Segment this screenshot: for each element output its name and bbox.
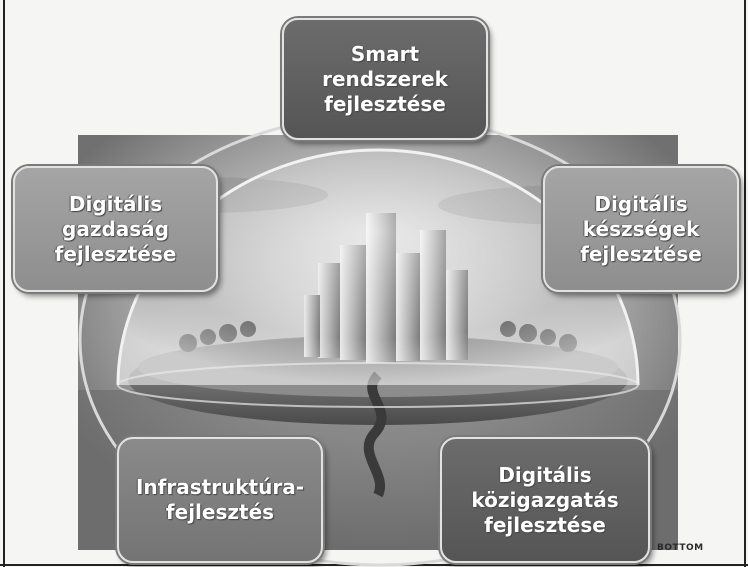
node-smart-rendszerek: Smart rendszerek fejlesztése bbox=[282, 18, 488, 140]
frame-bottom-edge bbox=[0, 564, 748, 566]
node-infrastruktura: Infrastruktúra- fejlesztés bbox=[117, 437, 323, 563]
node-digitalis-keszsegek: Digitális készségek fejlesztése bbox=[543, 166, 739, 292]
frame-left-edge bbox=[3, 0, 5, 567]
node-smart-rendszerek-label: Smart rendszerek fejlesztése bbox=[322, 41, 448, 116]
bottom-logo: BOTTOM bbox=[657, 543, 704, 553]
node-infrastruktura-label: Infrastruktúra- fejlesztés bbox=[135, 475, 305, 524]
frame-right-edge bbox=[744, 0, 746, 567]
node-digitalis-gazdasag-label: Digitális gazdaság fejlesztése bbox=[54, 191, 177, 266]
node-digitalis-keszsegek-label: Digitális készségek fejlesztése bbox=[580, 191, 702, 266]
node-digitalis-kozigazgatas: Digitális közigazgatás fejlesztése bbox=[440, 437, 650, 563]
node-digitalis-kozigazgatas-label: Digitális közigazgatás fejlesztése bbox=[471, 462, 619, 537]
node-digitalis-gazdasag: Digitális gazdaság fejlesztése bbox=[13, 166, 218, 292]
